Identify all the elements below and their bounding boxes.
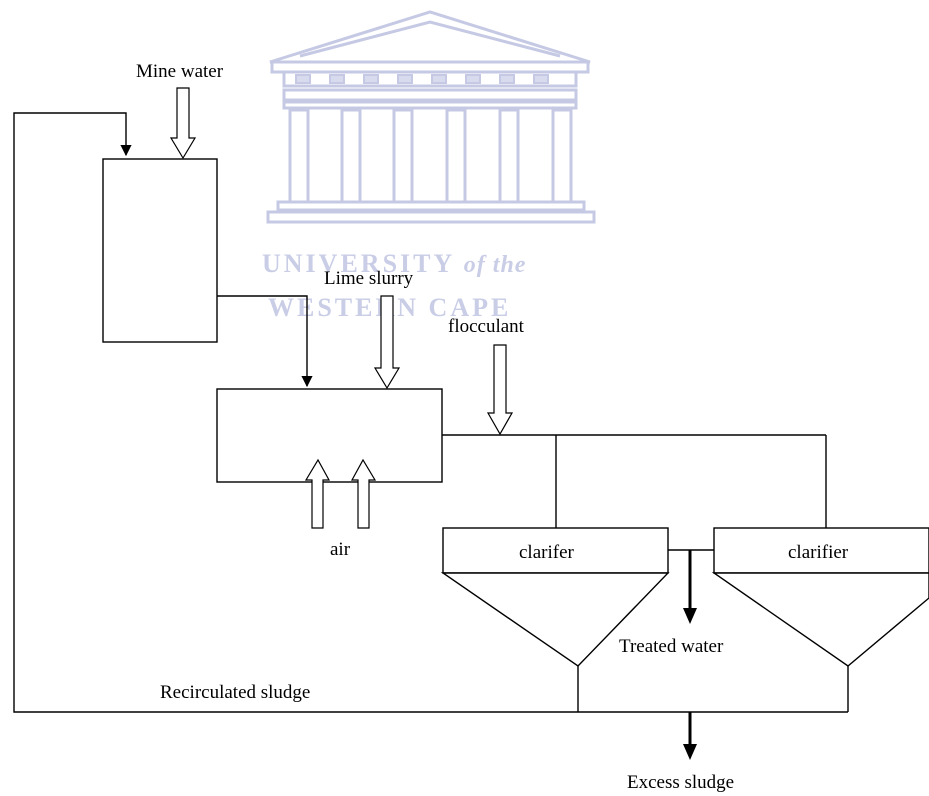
lime-slurry-label: Lime slurry [324, 268, 414, 289]
lime-slurry-inlet-arrow [373, 295, 401, 390]
watermark-university-text: UNIVERSITY of the [262, 249, 526, 278]
clarifier-right: clarifier [711, 527, 929, 667]
excess-sludge-outlet-arrowhead [683, 744, 697, 760]
treated-water-label: Treated water [619, 636, 724, 657]
recirculated-sludge-label: Recirculated sludge [160, 682, 310, 703]
clarifier-left-cone [440, 572, 670, 667]
mine-water-label: Mine water [136, 61, 224, 82]
air-inlet-arrow-2 [350, 458, 377, 529]
flocculant-inlet-arrow [486, 344, 514, 436]
clarifier-right-cone [711, 572, 929, 667]
columns [288, 108, 573, 204]
clarifier-left-label: clarifer [519, 542, 575, 563]
air-inlet-arrow-1 [304, 458, 331, 529]
clarifier-left: clarifer [440, 527, 670, 667]
university-building-logo [266, 10, 596, 224]
frieze-blocks [295, 74, 549, 84]
treated-water-outlet-arrowhead [683, 608, 697, 624]
recirculated-sludge-return-line [13, 112, 578, 713]
clarifier-right-top [713, 527, 929, 574]
air-label: air [330, 539, 351, 560]
mixing-tank-to-reactor-line [217, 295, 313, 388]
university-watermark: UNIVERSITY of the WESTERN CAPE [262, 10, 596, 322]
clarifier-right-label: clarifier [788, 542, 849, 563]
reactor-tank [216, 388, 443, 483]
excess-sludge-label: Excess sludge [627, 772, 734, 793]
mine-water-inlet-arrow [169, 87, 197, 160]
mixing-tank [102, 158, 218, 343]
flocculant-label: flocculant [448, 316, 525, 337]
